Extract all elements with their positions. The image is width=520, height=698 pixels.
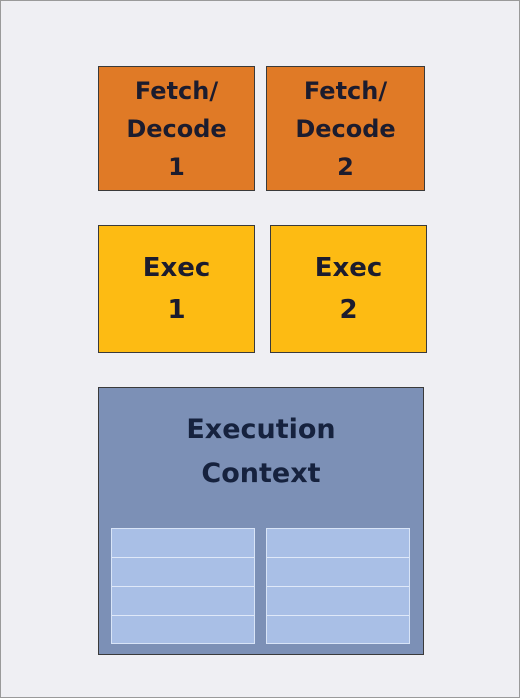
- execution-context-line1: Execution: [186, 414, 336, 445]
- fetch-decode-1-block: Fetch/ Decode 1: [98, 66, 255, 191]
- exec-2-label: Exec 2: [315, 247, 383, 331]
- register-file-right: [266, 528, 410, 644]
- register-row-divider: [112, 586, 254, 587]
- fetch-decode-1-line1: Fetch/: [134, 76, 219, 105]
- register-file-left: [111, 528, 255, 644]
- fetch-decode-2-line2: Decode: [295, 114, 396, 143]
- fetch-decode-1-label: Fetch/ Decode 1: [126, 72, 226, 186]
- register-row-divider: [112, 615, 254, 616]
- fetch-decode-2-label: Fetch/ Decode 2: [295, 72, 395, 186]
- register-row-divider: [112, 557, 254, 558]
- exec-1-block: Exec 1: [98, 225, 255, 353]
- exec-2-block: Exec 2: [270, 225, 427, 353]
- exec-2-line2: 2: [339, 295, 358, 325]
- fetch-decode-2-block: Fetch/ Decode 2: [266, 66, 425, 191]
- register-row-divider: [267, 615, 409, 616]
- execution-context-line2: Context: [201, 458, 321, 489]
- exec-1-label: Exec 1: [143, 247, 211, 331]
- register-row-divider: [267, 557, 409, 558]
- execution-context-label: Execution Context: [99, 408, 423, 496]
- fetch-decode-2-line1: Fetch/: [303, 76, 388, 105]
- execution-context-block: Execution Context: [98, 387, 424, 655]
- fetch-decode-1-line3: 1: [168, 152, 185, 181]
- exec-1-line1: Exec: [142, 253, 211, 283]
- fetch-decode-1-line2: Decode: [126, 114, 227, 143]
- fetch-decode-2-line3: 2: [337, 152, 354, 181]
- register-row-divider: [267, 586, 409, 587]
- exec-1-line2: 1: [167, 295, 186, 325]
- exec-2-line1: Exec: [314, 253, 383, 283]
